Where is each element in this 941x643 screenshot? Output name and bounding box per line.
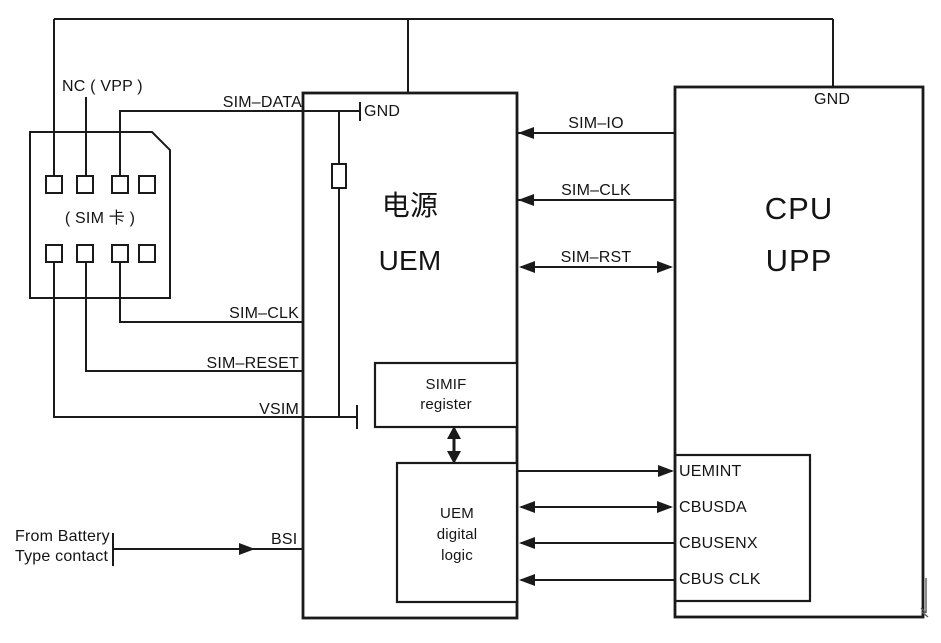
uem-title: UEM [378,245,442,276]
text-caret-artifact [920,578,929,618]
sim-card-pins [45,175,156,263]
sim-card-outline [29,131,171,299]
battery-note-line1: From Battery [15,528,110,545]
sim-reset-wire [85,262,304,372]
cbus-clk-pin-label: CBUS CLK [679,571,761,588]
sim-rst-bus-label: SIM–RST [560,249,632,266]
uem-digital-logic-label-line1: UEM [440,505,474,522]
nc-vpp-label: NC ( VPP ) [62,78,143,95]
resistor-symbol [331,163,347,189]
sim-data-wire [119,110,360,176]
sim-io-bus-label: SIM–IO [568,115,624,132]
sim-data-label: SIM–DATA [222,94,302,111]
uem-digital-logic-box [395,461,519,604]
arrowheads [239,127,674,586]
cpu-gnd-label: GND [814,91,851,108]
cpu-block-outline [673,85,925,619]
cpu-subtitle: UPP [765,243,833,278]
sim-clk-card-label: SIM–CLK [229,305,299,322]
simif-register-box [373,361,519,429]
uemint-pin-label: UEMINT [679,463,742,480]
vsim-wire [53,262,357,418]
sim-clk-bus-label: SIM–CLK [561,182,631,199]
uem-digital-logic-label-line3: logic [441,547,473,564]
sim-reset-label: SIM–RESET [206,355,299,372]
bsi-label: BSI [271,531,298,548]
sim-card-label: ( SIM 卡 ) [64,210,136,227]
cbusda-pin-label: CBUSDA [679,499,747,516]
battery-note-line2: Type contact [15,548,109,565]
uem-gnd-label: GND [364,103,401,120]
sim-clk-wire [119,262,304,323]
vsim-label: VSIM [259,401,299,418]
cpu-title: CPU [764,191,834,226]
uem-digital-logic-label-line2: digital [436,526,478,543]
uem-title-cn: 电源 [381,190,439,221]
simif-register-label-line2: register [420,396,472,413]
cbusenx-pin-label: CBUSENX [679,535,758,552]
uem-block-outline [301,91,519,620]
cpu-register-box [673,453,812,603]
simif-register-label-line1: SIMIF [425,376,467,393]
